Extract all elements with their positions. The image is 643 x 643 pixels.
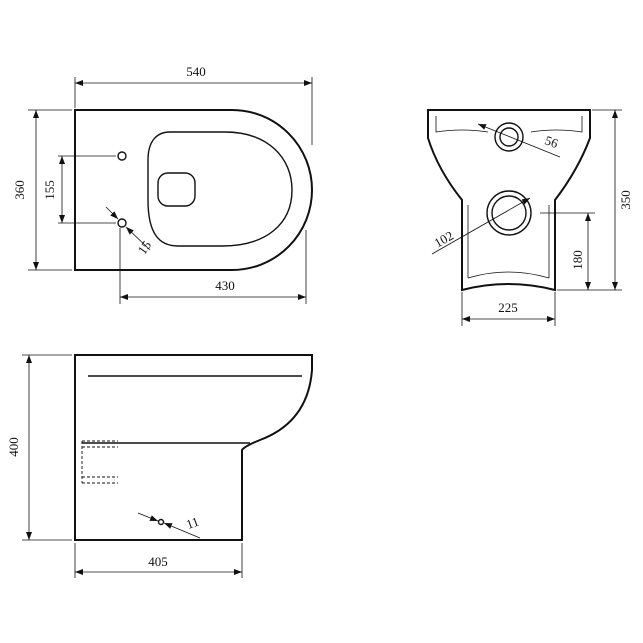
dim-label-102: 102 xyxy=(432,228,456,251)
dim-label-15: 15 xyxy=(134,238,154,257)
bowl-outline xyxy=(147,131,293,247)
dim-label-350: 350 xyxy=(618,190,633,210)
rear-inner-base xyxy=(467,271,550,279)
dim-label-405: 405 xyxy=(148,554,168,569)
dim-label-11: 11 xyxy=(184,514,201,532)
inlet-inner xyxy=(499,127,519,147)
side-fixing-hole xyxy=(157,518,165,526)
rear-view: 56 102 350 180 225 xyxy=(427,109,633,326)
top-view-outline xyxy=(74,109,314,271)
bowl-drain xyxy=(157,172,196,207)
side-view-outline xyxy=(74,354,313,541)
dim-label-360: 360 xyxy=(12,180,27,200)
fixing-hole-upper xyxy=(117,151,127,161)
dim-line-15 xyxy=(105,206,119,220)
dim-line-56 xyxy=(477,123,561,158)
hidden-outlet xyxy=(81,440,118,484)
rear-view-outline xyxy=(427,109,591,292)
rear-inner-ledge xyxy=(435,116,583,133)
side-view: 11 400 405 xyxy=(6,354,313,578)
fixing-hole-lower xyxy=(117,218,127,228)
outlet-outer xyxy=(486,190,532,236)
inlet-outer xyxy=(494,122,524,152)
dim-line-102 xyxy=(431,197,531,255)
top-view: 540 360 155 15 430 xyxy=(12,64,314,304)
dim-label-155: 155 xyxy=(42,180,57,200)
outlet-inner xyxy=(491,195,527,231)
dim-label-540: 540 xyxy=(186,64,206,79)
dim-label-400: 400 xyxy=(6,437,21,457)
dim-label-180: 180 xyxy=(570,250,585,270)
dim-label-430: 430 xyxy=(215,278,235,293)
dim-line-11 xyxy=(137,512,159,522)
dim-label-56: 56 xyxy=(543,133,561,152)
dim-label-225: 225 xyxy=(498,300,518,315)
